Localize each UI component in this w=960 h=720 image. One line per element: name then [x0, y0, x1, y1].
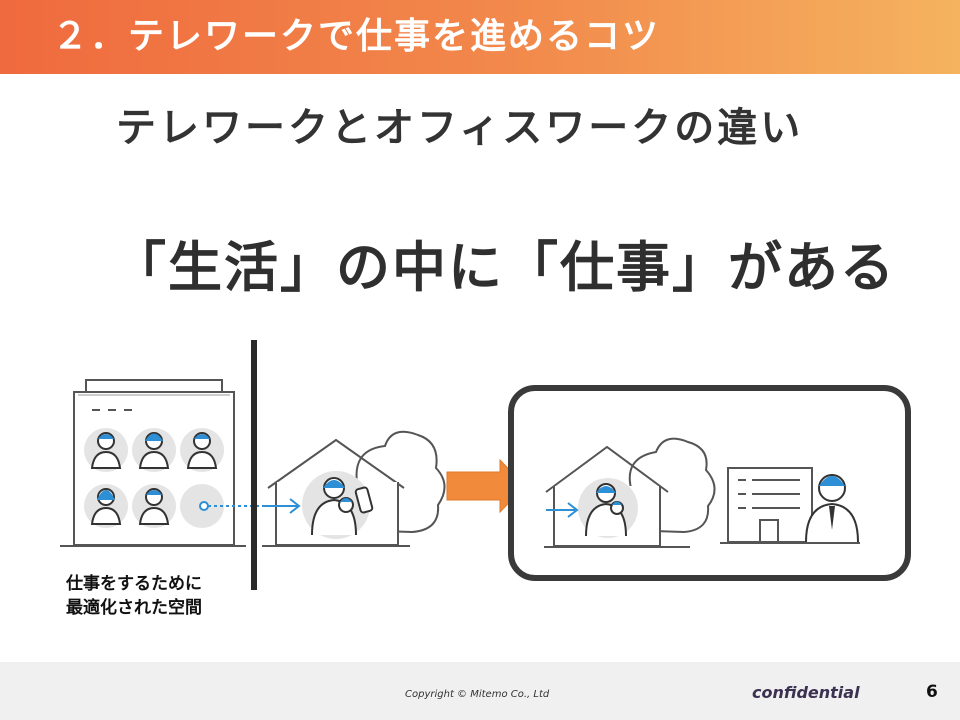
person-icon — [180, 428, 224, 472]
person-icon — [132, 428, 176, 472]
office-caption: 仕事をするために 最適化された空間 — [66, 572, 202, 620]
business-person-icon — [805, 474, 859, 543]
illustration — [60, 340, 911, 590]
divider-line — [251, 340, 257, 590]
person-icon — [84, 428, 128, 472]
footer-bar: Copyright © Mitemo Co., Ltd confidential… — [0, 662, 960, 720]
small-office-icon — [720, 467, 860, 544]
copyright-text: Copyright © Mitemo Co., Ltd — [405, 689, 550, 700]
slide-headline: 「生活」の中に「仕事」がある — [112, 236, 896, 299]
page-number: 6 — [926, 682, 938, 702]
baby-bottle-icon — [354, 486, 374, 514]
header-title: ２．テレワークで仕事を進めるコツ — [52, 16, 661, 57]
confidential-label: confidential — [752, 683, 860, 702]
header-bar: ２．テレワークで仕事を進めるコツ — [0, 0, 960, 74]
parent-with-baby-icon — [578, 478, 638, 538]
blue-arrow-icon — [262, 498, 301, 514]
empty-seat — [180, 484, 224, 528]
slide-subtitle: テレワークとオフィスワークの違い — [116, 105, 804, 151]
caption-line-1: 仕事をするために — [66, 574, 202, 594]
person-icon — [84, 484, 128, 528]
person-icon — [132, 484, 176, 528]
parent-with-baby-icon — [302, 471, 370, 539]
blue-arrow-icon — [546, 502, 579, 518]
caption-line-2: 最適化された空間 — [66, 598, 202, 618]
